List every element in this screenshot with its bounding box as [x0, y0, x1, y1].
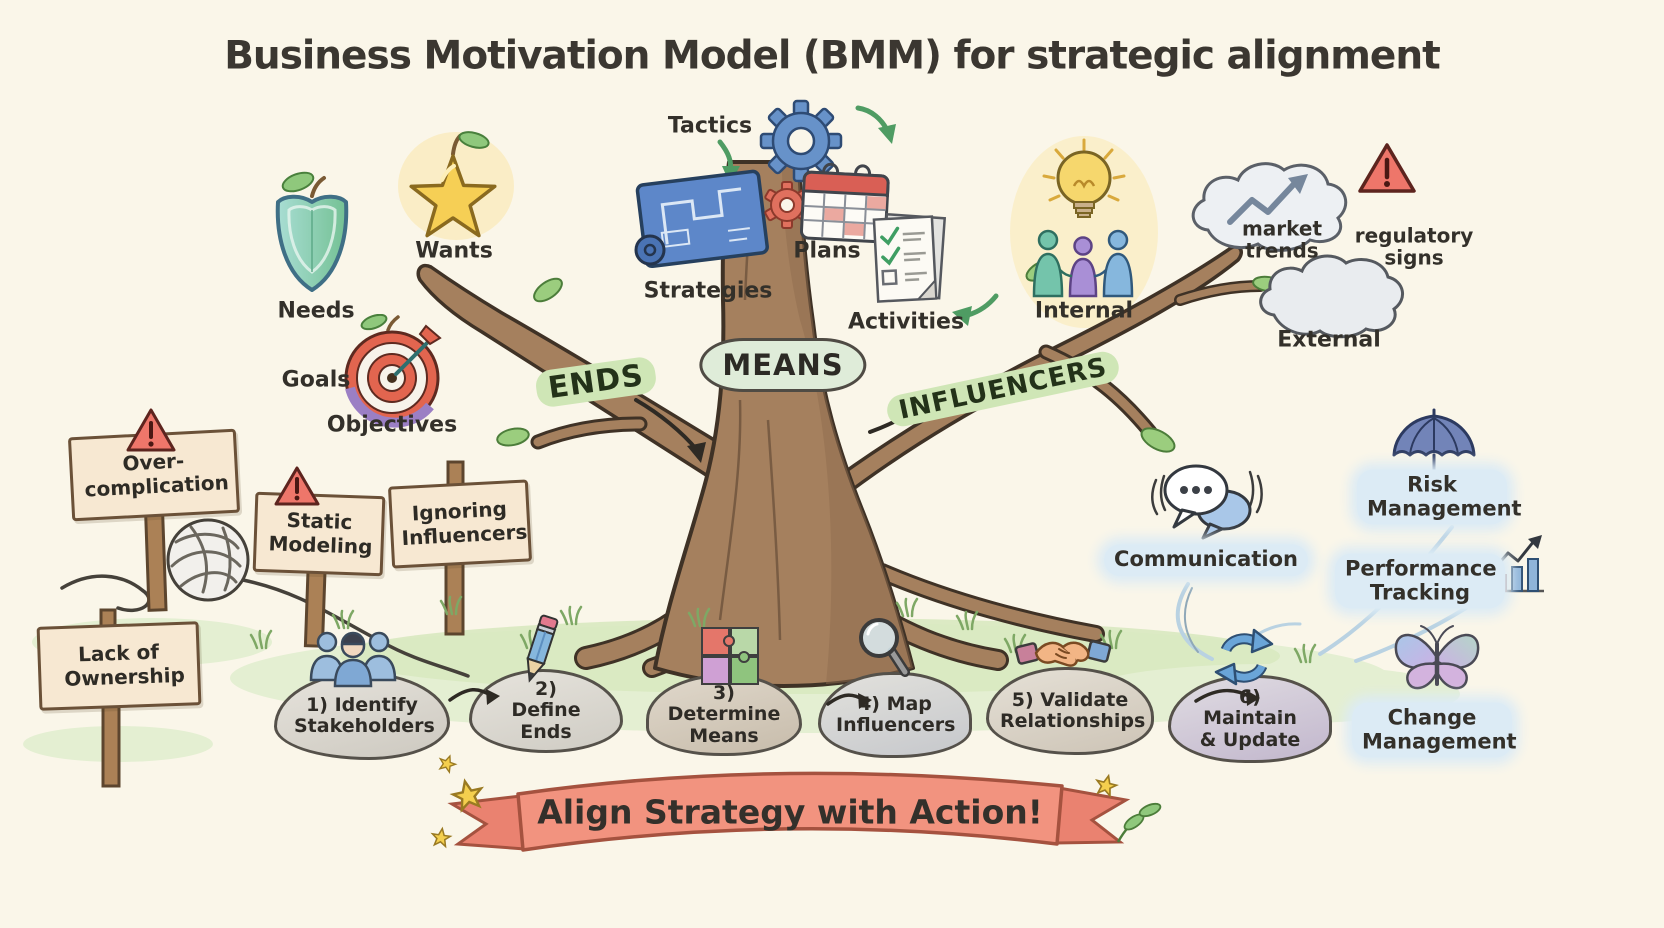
means-branch-label: MEANS — [699, 338, 867, 392]
target-arrow-icon — [344, 314, 442, 428]
regulatory-warning-icon — [1358, 143, 1416, 193]
activities-label: Activities — [847, 309, 965, 335]
sign-ignoring-influencers: Ignoring Influencers — [387, 479, 533, 569]
blueprint-icon — [634, 169, 769, 269]
star-leaf-icon — [409, 131, 497, 238]
banner-ribbon — [447, 771, 1131, 852]
step-3-label: 3) Determine Means — [667, 682, 781, 747]
market-trends-label: market trends — [1241, 216, 1323, 263]
tactics-label: Tactics — [667, 113, 753, 139]
pencil-icon — [526, 614, 559, 683]
strategies-label: Strategies — [643, 278, 773, 304]
stakeholders-people-icon — [309, 631, 397, 688]
step-5-label: 5) Validate Relationships — [1000, 688, 1146, 732]
market-trends-cloud-icon — [1191, 162, 1348, 252]
external-cloud-icon — [1259, 254, 1404, 339]
stone-step-2: 2) Define Ends — [469, 669, 623, 753]
page-title: Business Motivation Model (BMM) for stra… — [224, 33, 1441, 79]
leaf-sprig — [1116, 802, 1162, 843]
internal-label: Internal — [1034, 298, 1134, 324]
objectives-label: Objectives — [326, 412, 458, 438]
refresh-cycle-icon — [1214, 628, 1274, 686]
shield-leaf-icon — [275, 171, 349, 292]
performance-tracking-label: Performance Tracking — [1335, 553, 1505, 609]
sign-lack-of-ownership: Lack of Ownership — [36, 621, 202, 711]
stone-step-5: 5) Validate Relationships — [986, 667, 1154, 755]
goals-label: Goals — [281, 367, 351, 393]
change-management-label: Change Management — [1352, 702, 1517, 758]
handshake-icon — [1014, 640, 1112, 667]
stone-step-1: 1) Identify Stakeholders — [274, 672, 450, 760]
regulatory-signs-label: regulatory signs — [1354, 223, 1474, 270]
puzzle-icon — [701, 627, 759, 685]
sign-lack-of-ownership-label: Lack of Ownership — [63, 640, 186, 691]
banner-text: Align Strategy with Action! — [537, 792, 1043, 832]
wants-label: Wants — [415, 238, 493, 264]
communication-label: Communication — [1104, 544, 1308, 576]
needs-label: Needs — [277, 298, 355, 324]
sign-ignoring-influencers-label: Ignoring Influencers — [401, 496, 528, 551]
step-1-label: 1) Identify Stakeholders — [294, 693, 435, 737]
butterfly-icon — [1394, 625, 1480, 690]
plans-label: Plans — [793, 238, 861, 264]
warning-triangle-static-icon — [274, 466, 320, 506]
calendar-icon — [799, 162, 890, 244]
checklist-icon — [872, 212, 947, 303]
risk-management-label: Risk Management — [1357, 469, 1522, 525]
gear-large-icon — [759, 99, 843, 183]
step-2-label: 2) Define Ends — [511, 678, 581, 743]
lightbulb-team-icon — [1032, 138, 1134, 298]
warning-triangle-overcomplication-icon — [126, 408, 176, 452]
external-label: External — [1277, 327, 1381, 353]
speech-bubbles-icon — [1151, 464, 1263, 540]
magnifying-glass-icon — [859, 618, 910, 677]
stone-step-4: 4) Map Influencers — [818, 672, 972, 758]
step-6-label: 6) Maintain & Update — [1199, 686, 1301, 751]
step-4-label: 4) Map Influencers — [836, 692, 956, 736]
sign-static-modeling-label: Static Modeling — [268, 508, 373, 559]
